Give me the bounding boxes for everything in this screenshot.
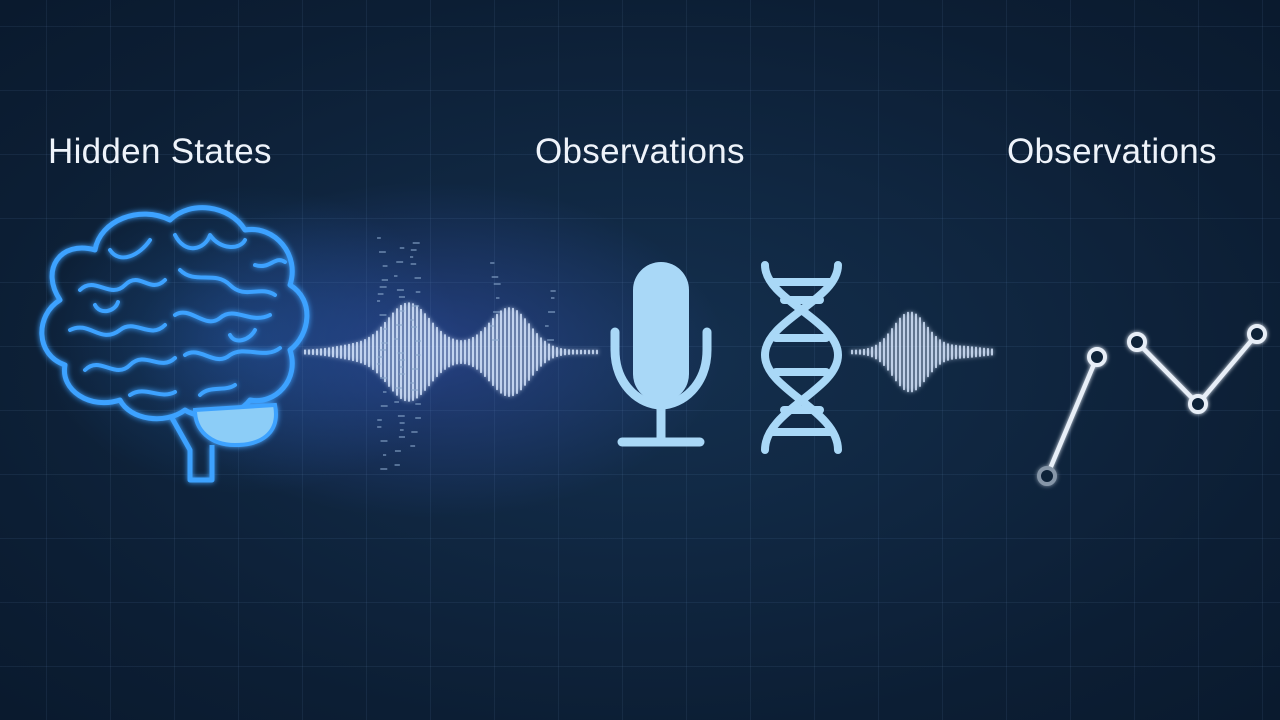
stream-dot [380, 405, 388, 407]
stream-dot [397, 352, 405, 354]
stream-dot [377, 293, 384, 295]
stream-dot [382, 391, 387, 393]
stream-dot [398, 296, 405, 298]
stream-dot [382, 265, 388, 267]
stream-dot [495, 297, 500, 299]
stream-dot [399, 247, 405, 249]
stream-dot [377, 426, 382, 428]
waveform-icon [851, 311, 993, 393]
stream-dot [399, 366, 404, 368]
stream-dot [380, 377, 388, 379]
stream-dot [394, 450, 401, 452]
stream-dot [381, 279, 388, 281]
waveform-icon [304, 302, 598, 402]
hidden-states-title: Hidden States [48, 132, 272, 171]
stream-dot [377, 300, 381, 302]
stream-dot [410, 445, 416, 447]
observations-title-center: Observations [535, 132, 745, 171]
stream-dot [491, 276, 499, 278]
stream-dot [493, 311, 501, 313]
stream-dot [399, 429, 404, 431]
stream-dot [412, 305, 420, 307]
stream-dot [548, 311, 556, 313]
stream-dot [490, 262, 495, 264]
stream-dot [394, 275, 398, 277]
stream-dot [394, 464, 400, 466]
stream-dot [411, 326, 418, 328]
stream-dot [415, 354, 421, 356]
stream-dot [397, 415, 405, 417]
brain-icon [39, 205, 310, 483]
stream-dot [415, 417, 421, 419]
stream-dot [411, 431, 418, 433]
stream-dot [382, 454, 387, 456]
stream-dot [377, 356, 383, 358]
stream-dot [379, 349, 387, 351]
stream-dot [394, 338, 399, 340]
stream-dot [395, 387, 402, 389]
dna-icon [760, 261, 843, 454]
stream-dot [396, 289, 404, 291]
stream-dot [399, 310, 405, 312]
stream-dot [394, 401, 400, 403]
stream-dot [399, 422, 405, 424]
stream-dot [410, 382, 415, 384]
stream-dot [379, 286, 387, 288]
stream-dot [490, 325, 494, 327]
stream-dot [415, 291, 421, 293]
stream-dot [377, 363, 381, 365]
stream-dot [379, 314, 387, 316]
stream-dot [380, 440, 388, 442]
stream-dot [410, 249, 417, 251]
stream-dot [396, 261, 404, 263]
stream-dot [410, 263, 417, 265]
stream-dot [547, 339, 554, 341]
stream-dot [550, 290, 556, 292]
stream-dot [410, 256, 414, 258]
stream-dot [410, 319, 414, 321]
stream-dot [412, 242, 420, 244]
stream-dot [545, 325, 549, 327]
stream-dot [411, 368, 419, 370]
stream-dot [414, 277, 421, 279]
stream-dot [379, 251, 386, 253]
stream-dot [377, 419, 382, 421]
stream-dot [415, 403, 421, 405]
data-stream [377, 237, 556, 470]
stream-dot [492, 339, 499, 341]
stream-dot [411, 389, 418, 391]
line-chart-icon [1037, 324, 1267, 486]
stream-dot [493, 283, 501, 285]
microphone-icon [610, 262, 712, 447]
stream-dot [377, 237, 381, 239]
stream-dot [380, 468, 388, 470]
observations-title-right: Observations [1007, 132, 1217, 171]
stream-dot [550, 297, 555, 299]
stream-dot [414, 340, 421, 342]
stream-dot [399, 373, 405, 375]
stream-dot [382, 328, 388, 330]
stream-dot [381, 342, 388, 344]
stream-dot [399, 359, 405, 361]
stream-dot [395, 324, 403, 326]
stream-dot [398, 436, 405, 438]
